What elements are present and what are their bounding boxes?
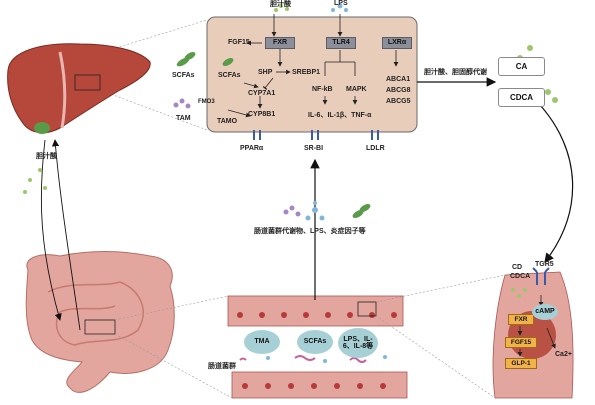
- tgr5-label: TGR5: [535, 261, 554, 268]
- tamo-label: TAMO: [217, 118, 238, 125]
- gut-metabolites-label: 肠道菌群代谢物、LPS、炎症因子等: [254, 228, 366, 235]
- cell-fxr-box: FXR: [508, 314, 534, 325]
- ldlr-label: LDLR: [366, 145, 385, 152]
- ca-box: CA: [498, 57, 545, 76]
- tlr4-receptor: TLR4: [326, 37, 356, 49]
- calcium-label: Ca2+: [555, 351, 572, 358]
- bile-acid-input-label: 胆汁酸: [270, 1, 291, 8]
- liver-illustration: [7, 43, 151, 134]
- fxr-receptor: FXR: [265, 37, 295, 49]
- gut-epithelium: [227, 295, 408, 399]
- lps-particles: [305, 3, 348, 221]
- camp-ellipse: cAMP: [532, 304, 558, 320]
- microbiota: [239, 355, 367, 363]
- cyp7a1-label: CYP7A1: [248, 90, 276, 97]
- lps-il-ellipse: LPS、IL-6、IL-8等: [338, 328, 378, 358]
- lps-input-label: LPS: [334, 0, 348, 7]
- metabolism-label: 胆汁酸、胆固醇代谢: [424, 69, 487, 76]
- lxr-receptor: LXRα: [382, 37, 412, 49]
- shp-label: SHP: [258, 69, 273, 76]
- scfas-ellipse: SCFAs: [297, 330, 333, 354]
- cd-label: CD: [512, 264, 523, 271]
- microbiota-label: 肠道菌群: [208, 363, 236, 370]
- abcg5-label: ABCG5: [386, 98, 411, 105]
- abcg8-label: ABCG8: [386, 87, 411, 94]
- srebp1-label: SREBP1: [292, 69, 321, 76]
- mapk-label: MAPK: [346, 86, 367, 93]
- fmo3-label: FMO3: [198, 99, 215, 105]
- scfas-inner-label: SCFAs: [218, 72, 241, 79]
- nfkb-label: NF-kB: [312, 86, 333, 93]
- cell-fgf15-box: FGF15: [505, 337, 537, 348]
- glp1-box: GLP-1: [505, 358, 537, 369]
- cell-cdca-label: CDCA: [510, 273, 531, 280]
- srbi-label: SR-BI: [304, 145, 324, 152]
- membrane-receptors: [253, 130, 379, 140]
- tma-ellipse: TMA: [244, 330, 280, 354]
- cytokines-label: IL-6、IL-1β、TNF-α: [308, 112, 372, 119]
- tam-label: TAM: [176, 115, 191, 122]
- ppara-label: PPARα: [240, 145, 264, 152]
- abca1-label: ABCA1: [386, 76, 411, 83]
- scfa-leaves: [176, 52, 371, 218]
- bile-acid-left-label: 胆汁酸: [36, 153, 57, 160]
- cyp8b1-label: CYP8B1: [248, 111, 276, 118]
- tam-molecules: [173, 98, 301, 217]
- cdca-box: CDCA: [498, 88, 545, 107]
- intestine-illustration: [25, 251, 175, 393]
- fgf15-label: FGF15: [228, 39, 250, 46]
- scfas-outer-label: SCFAs: [172, 72, 195, 79]
